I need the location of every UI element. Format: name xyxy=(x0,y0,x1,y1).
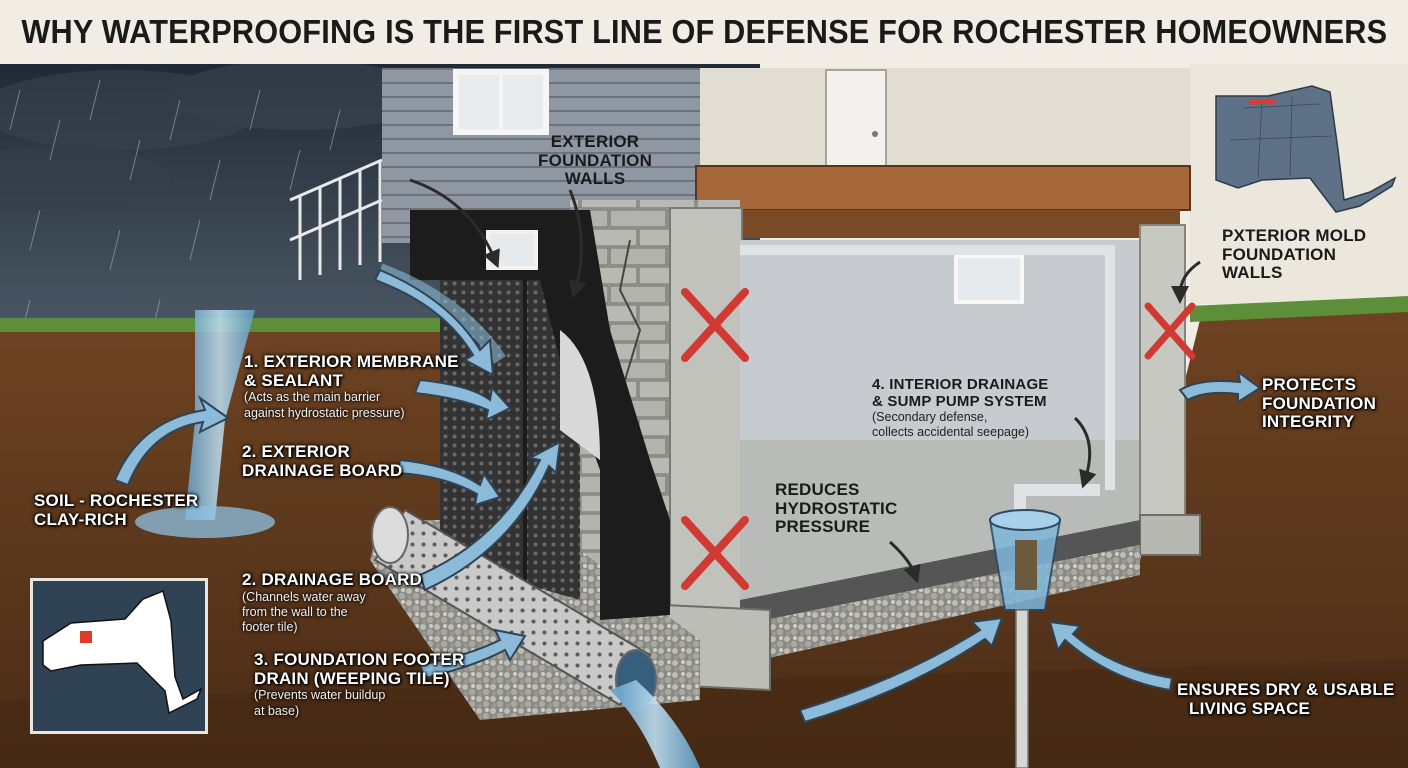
floor-joists xyxy=(695,165,1191,211)
state-map-inset xyxy=(30,578,208,734)
sump-pump-pit xyxy=(988,509,1062,768)
label-exterior-foundation-walls: EXTERIOR FOUNDATION WALLS xyxy=(538,132,653,189)
title-bar: WHY WATERPROOFING IS THE FIRST LINE OF D… xyxy=(0,0,1408,64)
state-map-icon xyxy=(42,589,203,715)
label-foundation-footer-drain: 3. FOUNDATION FOOTER DRAIN (WEEPING TILE… xyxy=(254,650,465,718)
x-mark-icon xyxy=(681,516,749,590)
x-mark-icon xyxy=(1144,302,1196,360)
state-map-icon xyxy=(1215,85,1397,213)
rain-cloud-icon xyxy=(0,64,430,215)
location-marker-icon xyxy=(80,631,92,643)
page-title: WHY WATERPROOFING IS THE FIRST LINE OF D… xyxy=(21,13,1387,50)
porch-railing xyxy=(289,158,383,280)
label-pxterior-mold: PXTERIOR MOLD FOUNDATION WALLS xyxy=(1222,226,1367,283)
label-exterior-drainage-board: 2. EXTERIOR DRAINAGE BOARD xyxy=(242,442,403,480)
weeping-tile-pipe xyxy=(371,506,657,711)
black-membrane xyxy=(410,210,670,620)
label-protects-foundation: PROTECTS FOUNDATION INTEGRITY xyxy=(1262,375,1377,432)
label-drainage-board: 2. DRAINAGE BOARD (Channels water away f… xyxy=(242,570,423,635)
label-reduces-hydrostatic-pressure: REDUCES HYDROSTATIC PRESSURE xyxy=(775,480,898,537)
label-ensures-dry-living-space: ENSURES DRY & USABLE LIVING SPACE xyxy=(1177,680,1395,718)
label-interior-drainage: 4. INTERIOR DRAINAGE & SUMP PUMP SYSTEM … xyxy=(872,376,1049,440)
label-exterior-membrane: 1. EXTERIOR MEMBRANE & SEALANT (Acts as … xyxy=(244,352,459,420)
arrow-icon xyxy=(409,178,1201,584)
arrow-icon xyxy=(113,268,1262,724)
cutaway-illustration xyxy=(0,64,1408,768)
x-mark-icon xyxy=(681,288,749,362)
label-soil: SOIL - ROCHESTER CLAY-RICH xyxy=(34,491,199,529)
